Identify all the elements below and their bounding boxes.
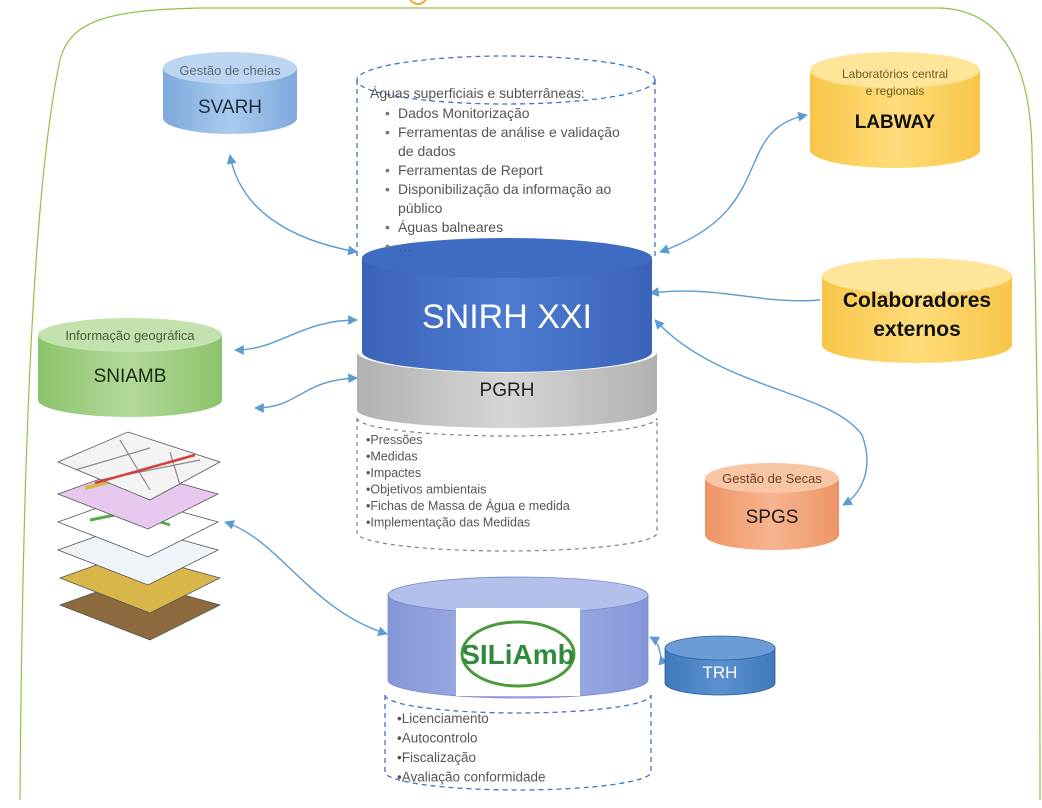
pgrh-item: •Objetivos ambientais xyxy=(366,483,486,497)
spgs-caption: Gestão de Secas xyxy=(722,471,822,486)
spgs-name: SPGS xyxy=(746,507,799,528)
bullet-icon: • xyxy=(385,181,390,197)
connector-colaboradores xyxy=(649,287,821,302)
siliamb-item: •Fiscalização xyxy=(397,750,476,765)
pgrh-dashed-cylinder xyxy=(356,417,658,552)
spgs-database[interactable]: Gestão de Secas SPGS xyxy=(705,463,839,550)
aguas-item: Disponibilização da informação ao xyxy=(398,181,611,197)
pgrh-item: •Impactes xyxy=(366,466,421,480)
pgrh-item: •Implementação das Medidas xyxy=(366,516,530,530)
top-accent-mark xyxy=(409,0,427,5)
aguas-item: Ferramentas de análise e validação xyxy=(398,124,620,140)
connector-sniamb-snirh xyxy=(234,315,358,355)
snirh-database[interactable]: SNIRH XXI xyxy=(362,238,652,372)
pgrh-name: PGRH xyxy=(480,380,535,401)
siliamb-items-list: •Licenciamento •Autocontrolo •Fiscalização… xyxy=(397,711,546,785)
siliamb-logo-swoosh xyxy=(460,620,576,688)
aguas-item: público xyxy=(398,200,443,216)
aguas-item: Ferramentas de Report xyxy=(398,162,543,178)
svarh-database[interactable]: Gestão de cheias SVARH xyxy=(163,52,297,134)
colaboradores-line2: externos xyxy=(873,318,961,341)
siliamb-item: •Licenciamento xyxy=(397,711,489,726)
frame-outline xyxy=(19,7,1041,801)
bullet-icon: • xyxy=(385,219,390,235)
siliamb-logo-text: SILiAmb xyxy=(461,639,575,670)
svarh-name: SVARH xyxy=(198,97,262,118)
connector-siliamb xyxy=(224,520,388,637)
siliamb-dashed-cylinder xyxy=(384,694,652,791)
aguas-item: Águas balneares xyxy=(398,219,503,235)
svarh-caption: Gestão de cheias xyxy=(179,63,281,78)
bullet-icon: • xyxy=(385,124,390,140)
labway-name: LABWAY xyxy=(855,112,936,133)
aguas-item: de dados xyxy=(398,143,456,159)
labway-caption-line2: e regionais xyxy=(866,84,925,98)
siliamb-item: •Autocontrolo xyxy=(397,731,478,746)
siliamb-item: •Avaliação conformidade xyxy=(397,770,546,785)
sniamb-name: SNIAMB xyxy=(94,366,167,387)
aguas-items-list: • Dados Monitorização • Ferramentas de anál… xyxy=(385,105,620,254)
gis-layers-image xyxy=(56,431,222,641)
pgrh-item: •Pressões xyxy=(366,433,422,447)
connector-sniamb-pgrh xyxy=(254,373,358,413)
connectors xyxy=(224,111,868,666)
aguas-dashed-cylinder: Águas superficiais e subterrâneas: xyxy=(356,55,656,258)
pgrh-item: •Medidas xyxy=(366,450,418,464)
aguas-item: Dados Monitorização xyxy=(398,105,530,121)
colaboradores-database[interactable]: Colaboradores externos xyxy=(822,258,1012,363)
bullet-icon: • xyxy=(385,162,390,178)
connector-labway xyxy=(659,111,808,254)
trh-database[interactable]: TRH xyxy=(664,635,776,696)
bullet-icon: • xyxy=(385,238,390,254)
connector-svarh xyxy=(226,154,358,256)
pgrh-items-list: •Pressões •Medidas •Impactes •Objetivos amb… xyxy=(366,433,570,530)
labway-database[interactable]: Laboratórios central e regionais LABWAY xyxy=(810,52,980,168)
bullet-icon: • xyxy=(385,105,390,121)
sniamb-caption: Informação geográfica xyxy=(65,328,195,343)
siliamb-database[interactable]: SILiAmb xyxy=(387,576,649,699)
colaboradores-line1: Colaboradores xyxy=(843,289,991,312)
sniamb-database[interactable]: Informação geográfica SNIAMB xyxy=(38,318,222,417)
connector-spgs xyxy=(654,319,868,506)
snirh-name: SNIRH XXI xyxy=(422,298,592,336)
trh-name: TRH xyxy=(703,663,738,682)
labway-caption-line1: Laboratórios central xyxy=(842,67,948,81)
pgrh-database[interactable]: PGRH xyxy=(357,352,657,428)
pgrh-item: •Fichas de Massa de Água e medida xyxy=(366,498,570,513)
aguas-item: … xyxy=(398,238,412,254)
aguas-title: Águas superficiais e subterrâneas: xyxy=(370,85,585,101)
